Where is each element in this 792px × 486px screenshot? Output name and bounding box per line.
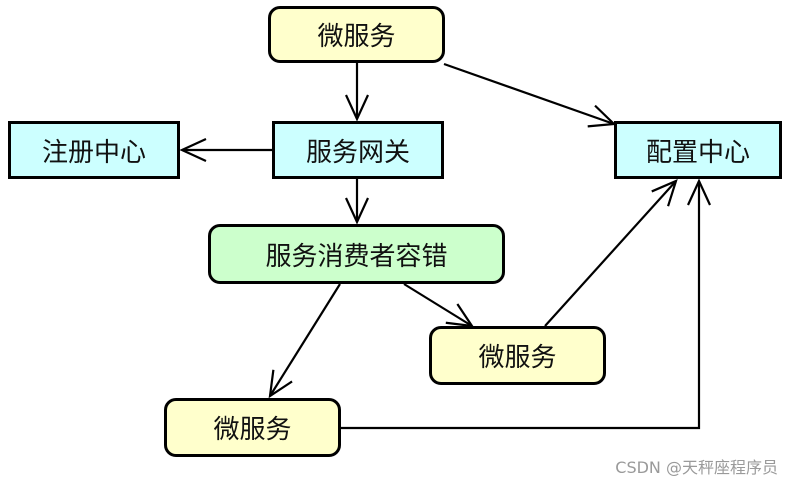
edge-consumer-to-ms_right <box>403 283 475 328</box>
edge-ms_right-to-config <box>544 179 678 327</box>
edge-line <box>544 180 677 327</box>
node-registry-center[interactable]: 注册中心 <box>8 121 180 179</box>
edge-ms_top-to-gateway <box>345 63 369 122</box>
edges-layer <box>179 62 711 430</box>
edge-line <box>403 283 473 327</box>
arrowhead <box>345 197 369 225</box>
node-microservice-bottom[interactable]: 微服务 <box>164 398 341 457</box>
arrowhead <box>268 369 293 399</box>
node-microservice-right[interactable]: 微服务 <box>429 326 606 385</box>
node-label: 配置中心 <box>645 137 750 168</box>
arrowhead <box>687 178 711 206</box>
edge-gateway-to-consumer <box>345 179 369 225</box>
node-label: 注册中心 <box>41 137 146 168</box>
node-service-gateway[interactable]: 服务网关 <box>272 121 444 179</box>
arrowhead <box>179 138 207 162</box>
node-microservice-top[interactable]: 微服务 <box>268 6 445 63</box>
node-label: 微服务 <box>213 415 292 445</box>
edge-ms_bottom-to-config <box>341 178 711 430</box>
node-label: 服务网关 <box>305 137 410 168</box>
node-config-center[interactable]: 配置中心 <box>614 121 782 179</box>
arrowhead <box>345 94 369 122</box>
edge-line <box>341 181 701 430</box>
edge-consumer-to-ms_bottom <box>268 283 341 399</box>
edge-ms_top-to-config <box>443 62 617 128</box>
arrowhead <box>651 179 678 207</box>
watermark: CSDN @天秤座程序员 <box>615 458 778 477</box>
edge-gateway-to-registry <box>179 138 272 162</box>
edge-line <box>269 283 341 397</box>
node-label: 微服务 <box>478 343 557 373</box>
edge-line <box>443 62 615 126</box>
node-label: 微服务 <box>317 22 396 52</box>
node-label: 服务消费者容错 <box>265 241 448 272</box>
node-service-consumer-fault-tolerance[interactable]: 服务消费者容错 <box>208 224 505 284</box>
